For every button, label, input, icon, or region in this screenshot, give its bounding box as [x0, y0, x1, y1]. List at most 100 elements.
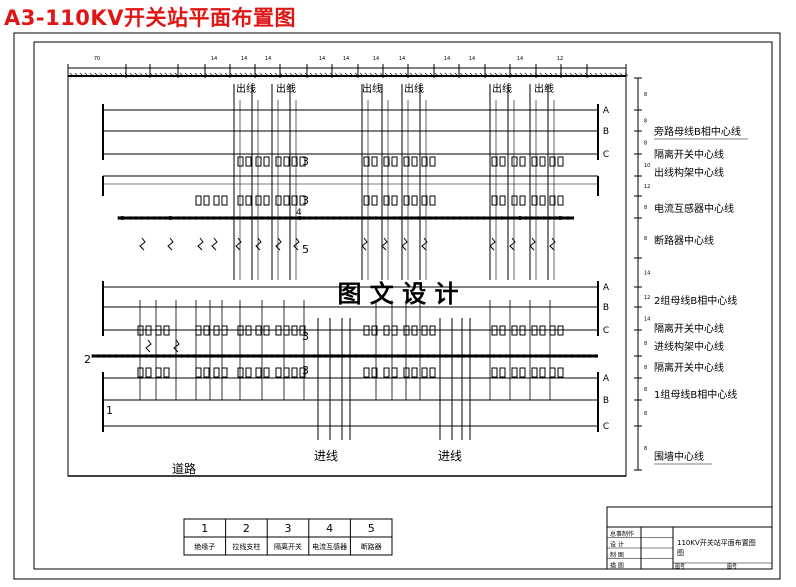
wall-hatch [319, 72, 324, 77]
wall-hatch [539, 72, 544, 77]
dimension-label: 14 [444, 56, 450, 62]
dimension-label: 14 [373, 56, 379, 62]
wall-hatch [499, 72, 504, 77]
annotation-label: 隔离开关中心线 [654, 361, 724, 374]
dimension-label: 14 [399, 56, 405, 62]
wall-hatch [549, 72, 554, 77]
wall-hatch [354, 72, 359, 77]
wall-hatch [609, 72, 614, 77]
wall-hatch [474, 72, 479, 77]
wall-hatch [324, 72, 329, 77]
switch-symbol [145, 367, 152, 378]
wall-hatch [284, 72, 289, 77]
switch-symbol [549, 367, 556, 378]
dimension-label: 8 [644, 446, 647, 452]
wall-hatch [449, 72, 454, 77]
switch-symbol [363, 195, 370, 206]
inner-border [33, 41, 773, 570]
dimension-label: 12 [557, 56, 563, 62]
wall-hatch [229, 72, 234, 77]
switch-symbol [403, 195, 410, 206]
item-number: 1 [106, 404, 113, 417]
switch-symbol [511, 325, 518, 336]
switch-symbol [421, 195, 428, 206]
phase-label: C [603, 422, 609, 432]
switch-symbol [283, 325, 290, 336]
wall-hatch [184, 72, 189, 77]
switch-symbol [371, 195, 378, 206]
legend-name: 绝缘子 [194, 542, 215, 551]
switch-symbol [491, 325, 498, 336]
legend-number: 5 [368, 522, 375, 535]
switch-symbol [557, 156, 564, 167]
title-block-row: 总事制作 [610, 530, 634, 538]
annotation-label: 1组母线B相中心线 [654, 388, 737, 401]
equipment-symbols [120, 156, 564, 378]
dimension-label: 8 [644, 119, 647, 125]
switch-symbol [245, 325, 252, 336]
switch-symbol [403, 325, 410, 336]
wall-hatch [174, 72, 179, 77]
wall-hatch [239, 72, 244, 77]
incoming-label: 进线 [314, 449, 338, 463]
switch-symbol [519, 325, 526, 336]
wall-hatch [104, 72, 109, 77]
switch-symbol [383, 367, 390, 378]
switch-symbol [145, 325, 152, 336]
switch-symbol [429, 156, 436, 167]
wall-hatch [389, 72, 394, 77]
wall-hatch [329, 72, 334, 77]
switch-symbol [549, 325, 556, 336]
wall-hatch [304, 72, 309, 77]
item-number: 3 [302, 330, 309, 343]
title-block-cell: 图号 [675, 564, 685, 570]
wall-hatch [384, 72, 389, 77]
switch-symbol [203, 195, 210, 206]
wall-hatch [169, 72, 174, 77]
breaker-symbol [197, 237, 204, 251]
wall-hatch [124, 72, 129, 77]
wall-hatch [584, 72, 589, 77]
breaker-symbol [167, 237, 174, 251]
breaker-symbol [509, 237, 516, 251]
legend-name: 拉线支柱 [232, 542, 260, 551]
wall-hatch [599, 72, 604, 77]
switch-symbol [531, 367, 538, 378]
wall-hatch [264, 72, 269, 77]
wall-hatch [589, 72, 594, 77]
wall-hatch [364, 72, 369, 77]
dimension-label: 14 [469, 56, 475, 62]
wall-hatch [314, 72, 319, 77]
dimension-label: 14 [319, 56, 325, 62]
wall-hatch [619, 72, 624, 77]
switch-symbol [363, 367, 370, 378]
switch-symbol [549, 156, 556, 167]
wall-hatch [624, 72, 629, 77]
item-number: 2 [84, 353, 91, 366]
switch-symbol [421, 367, 428, 378]
switch-symbol [255, 195, 262, 206]
legend-number: 4 [326, 522, 333, 535]
switch-symbol [383, 325, 390, 336]
wall-hatch [179, 72, 184, 77]
wall-hatch [414, 72, 419, 77]
dimension-label: 8 [644, 411, 647, 417]
phase-label: A [603, 283, 610, 293]
drawing-name-suffix: 图 [677, 549, 684, 557]
switch-symbol [421, 156, 428, 167]
outgoing-label: 出线 [404, 82, 424, 95]
wall-hatch [144, 72, 149, 77]
legend-number: 2 [243, 522, 250, 535]
breaker-symbol [255, 237, 262, 251]
wall-hatch [569, 72, 574, 77]
wall-hatch [464, 72, 469, 77]
title-block: 总事制作设 计制 图描 图110KV开关站平面布置图图图号图号 [606, 506, 773, 570]
annotation-label: 2组母线B相中心线 [654, 294, 737, 307]
switch-symbol [511, 195, 518, 206]
layout-structure [67, 64, 642, 477]
switch-symbol [391, 367, 398, 378]
title-block-row: 设 计 [610, 541, 624, 549]
switch-symbol [411, 195, 418, 206]
switch-symbol [511, 367, 518, 378]
dimension-label: 8 [644, 365, 647, 371]
